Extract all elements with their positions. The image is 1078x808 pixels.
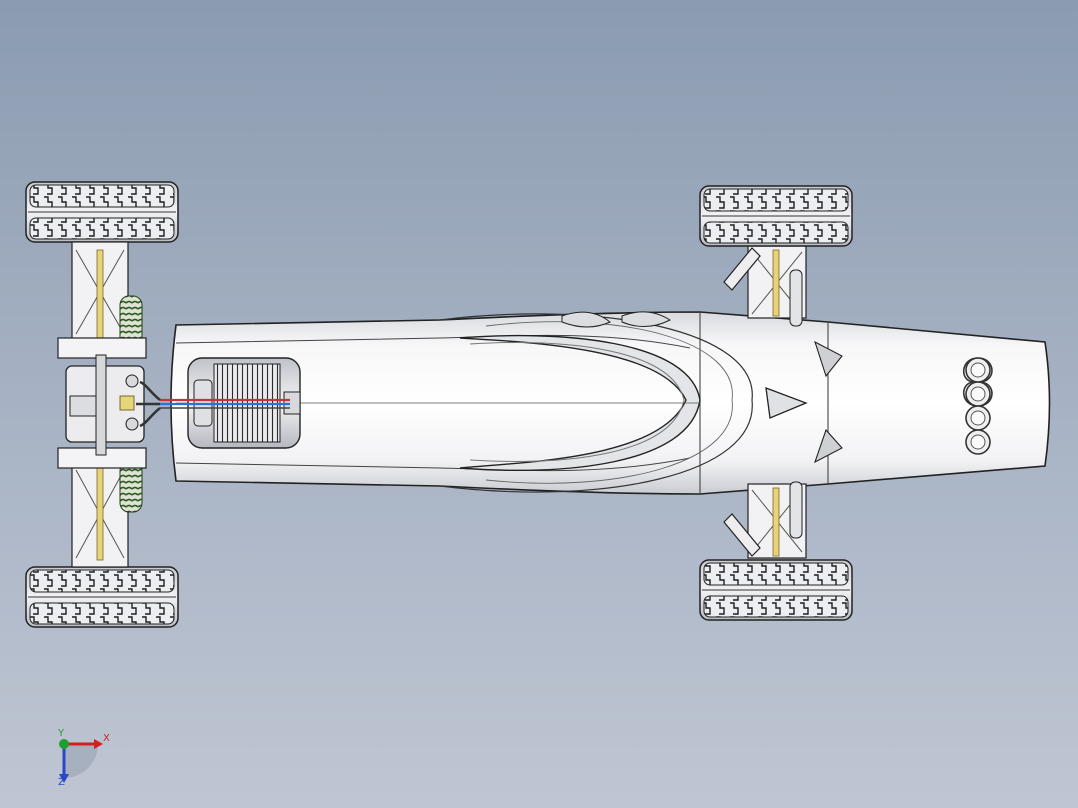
front-suspension-assembly[interactable] [723,245,807,559]
front-top-wheel[interactable] [699,185,853,247]
rear-bottom-wheel[interactable] [25,566,179,628]
race-number-88 [963,357,993,455]
rear-top-wheel[interactable] [25,181,179,243]
motor-wires [119,380,290,428]
car-body-shell[interactable] [170,311,1051,495]
front-bottom-wheel[interactable] [699,559,853,621]
axis-x-label: X [103,733,110,744]
axis-z-label: Z [58,777,65,788]
rear-suspension-assembly[interactable] [57,241,147,568]
triad-graphic [59,739,103,783]
coordinate-triad[interactable]: X Y Z [48,728,118,798]
axis-y-label: Y [58,728,65,739]
